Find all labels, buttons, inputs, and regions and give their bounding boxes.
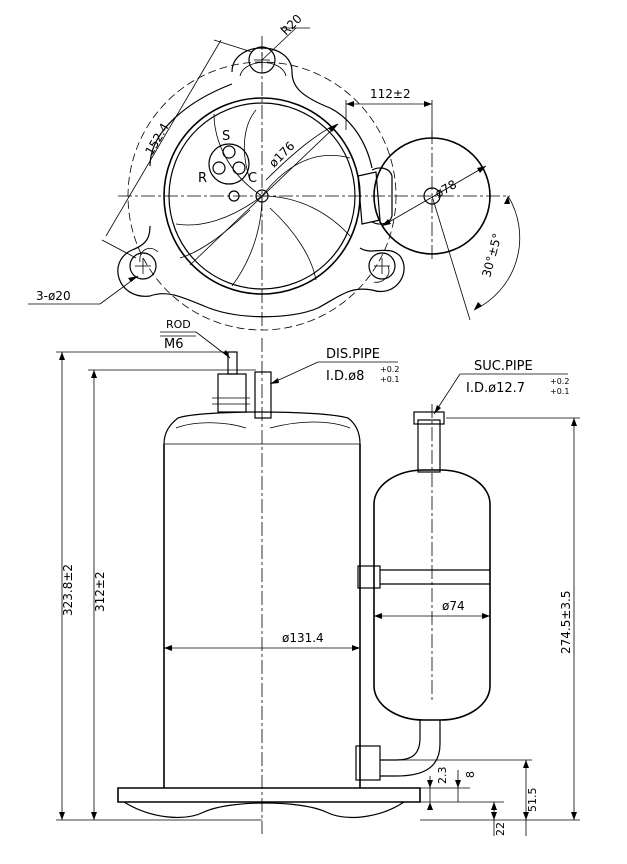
dim-22-label: 22: [494, 822, 507, 836]
terminal-rod: [227, 351, 238, 375]
compressor-shell: [163, 444, 361, 788]
r20-label: R20: [278, 12, 305, 39]
shell-top-cap: [163, 411, 361, 445]
dim-312-label: 312±2: [93, 571, 107, 612]
suc-pipe-label: SUC.PIPE: [474, 359, 533, 374]
dim-112-label: 112±2: [370, 87, 411, 101]
dis-pipe-tol-minus: +0.1: [380, 375, 399, 384]
terminal-r-label: R: [198, 171, 207, 186]
dim-274-label: 274.5±3.5: [559, 591, 573, 655]
accumulator-outlet-pipe: [380, 720, 441, 777]
shell-inner-circle: [168, 102, 356, 290]
rod-label: ROD: [166, 318, 191, 331]
terminal-s-pin: [222, 145, 236, 159]
suction-pipe: [417, 419, 441, 473]
dim-2-3-label: 2.3: [436, 767, 449, 785]
angle-30-arc: [473, 195, 521, 311]
base-plate: [117, 787, 421, 803]
dis-pipe-tol-plus: +0.2: [380, 365, 399, 374]
terminal-r-pin: [212, 161, 226, 175]
dia-78-label: ø78: [433, 177, 460, 200]
suc-pipe-id: I.D.ø12.7: [466, 381, 525, 396]
suc-pipe-tol-minus: +0.1: [550, 387, 569, 396]
angle-30-label: 30°±5°: [479, 232, 504, 279]
dim-152-line: [105, 39, 222, 237]
suction-pipe-flare: [413, 411, 445, 425]
terminal-c-label: C: [248, 171, 257, 186]
mount-hole-left: [129, 252, 157, 280]
dim-51-5-label: 51.5: [526, 788, 539, 813]
top-view: S R C R20 152.4 112±2 ø176 ø78: [28, 12, 521, 331]
terminal-c-pin: [232, 161, 246, 175]
mount-hole-top: [248, 46, 276, 74]
suction-inlet-fitting: [355, 745, 381, 781]
suction-pipe-top: [423, 187, 441, 205]
dim-8-label: 8: [464, 771, 477, 778]
holes-label: 3-ø20: [36, 289, 71, 303]
discharge-pipe: [254, 371, 272, 419]
dis-pipe-label: DIS.PIPE: [326, 347, 380, 362]
shell-top-weld: [175, 421, 351, 429]
base-feet: [123, 801, 405, 819]
top-cap-ribs: [175, 109, 351, 287]
dis-pipe-id: I.D.ø8: [326, 369, 364, 384]
side-view: ROD M6 DIS.PIPE I.D.ø8 +0.2 +0.1 SUC.PIP…: [56, 318, 580, 836]
suc-pipe-tol-plus: +0.2: [550, 377, 569, 386]
accumulator-body: [373, 469, 491, 721]
dia-74-label: ø74: [442, 599, 465, 613]
discharge-pipe-top: [255, 189, 269, 203]
terminal-screw: [228, 190, 240, 202]
accumulator-clamp: [357, 167, 393, 225]
accumulator-clamp-side: [357, 565, 381, 589]
dim-152-label: 152.4: [142, 121, 171, 158]
dia-131-label: ø131.4: [282, 631, 324, 645]
dim-323-label: 323.8±2: [61, 564, 75, 616]
mount-hole-right: [368, 252, 396, 280]
terminal-s-label: S: [222, 129, 230, 144]
terminal-block: [208, 143, 269, 203]
rod-size-label: M6: [164, 337, 184, 352]
terminal-cover: [217, 373, 247, 413]
mounting-bracket-outline: [117, 47, 405, 318]
